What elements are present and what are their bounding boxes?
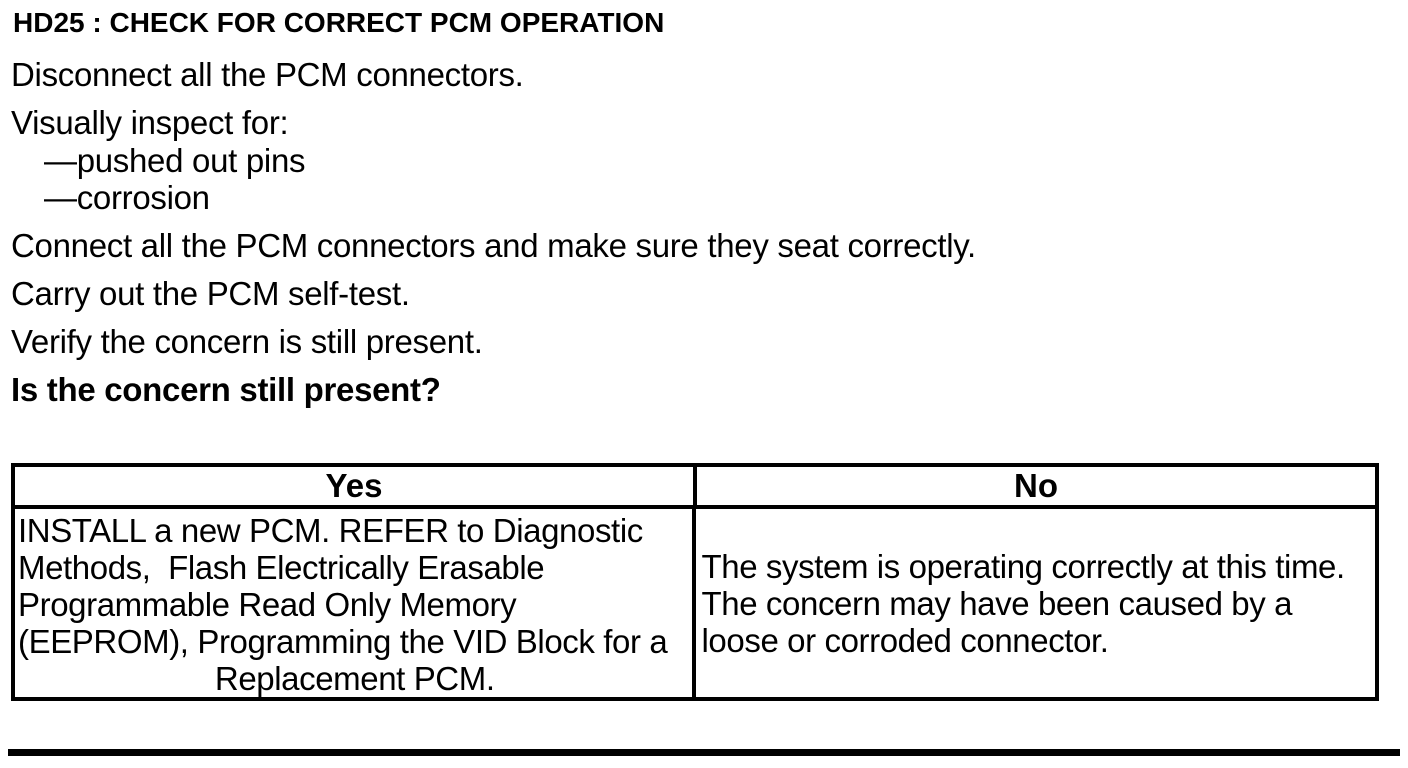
yes-result-line: (EEPROM), Programming the VID Block for …	[18, 623, 668, 660]
decision-question: Is the concern still present?	[11, 371, 441, 408]
step-disconnect: Disconnect all the PCM connectors.	[11, 56, 524, 93]
yes-result-line: Methods, Flash Electrically Erasable	[18, 549, 545, 586]
yes-result-cell: INSTALL a new PCM. REFER to Diagnostic M…	[15, 509, 692, 697]
inspect-item-pins: —pushed out pins	[44, 142, 306, 179]
decision-table-body-row: INSTALL a new PCM. REFER to Diagnostic M…	[15, 509, 1375, 697]
inspect-item-corrosion: —corrosion	[44, 179, 210, 216]
no-result-line: The concern may have been caused by a	[701, 584, 1293, 622]
step-inspect-intro: Visually inspect for:	[11, 104, 289, 141]
no-header-cell: No	[693, 467, 1375, 505]
yes-result-line: Replacement PCM.	[214, 660, 495, 697]
no-result-line: loose or corroded connector.	[701, 621, 1109, 659]
bottom-divider	[8, 749, 1400, 756]
procedure-title: HD25 : CHECK FOR CORRECT PCM OPERATION	[13, 7, 665, 38]
step-connect: Connect all the PCM connectors and make …	[11, 227, 976, 264]
decision-table: Yes No INSTALL a new PCM. REFER to Diagn…	[11, 463, 1379, 701]
yes-result-line: INSTALL a new PCM. REFER to Diagnostic	[18, 512, 643, 549]
step-verify: Verify the concern is still present.	[11, 323, 483, 360]
no-result-line: The system is operating correctly at thi…	[701, 547, 1346, 585]
yes-header-cell: Yes	[325, 467, 383, 504]
no-result-cell: The system is operating correctly at thi…	[691, 509, 1376, 697]
inspect-list: —pushed out pins —corrosion	[11, 142, 1391, 216]
document-page: HD25 : CHECK FOR CORRECT PCM OPERATION D…	[8, 7, 1400, 756]
decision-table-header-row: Yes No	[15, 467, 1375, 509]
yes-result-line: Programmable Read Only Memory	[18, 586, 517, 623]
step-self-test: Carry out the PCM self-test.	[11, 275, 410, 312]
